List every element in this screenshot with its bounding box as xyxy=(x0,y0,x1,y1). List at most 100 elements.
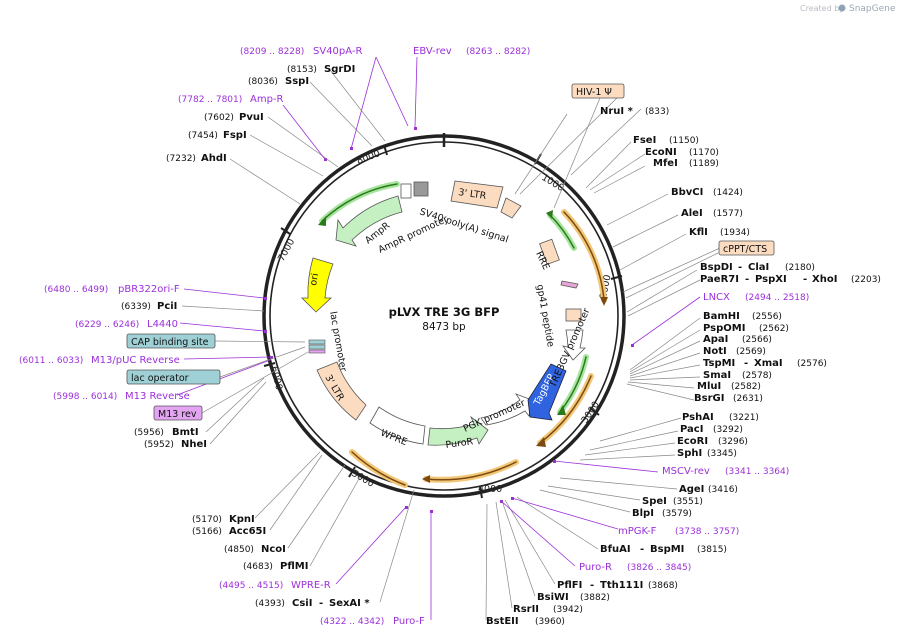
svg-text:(5170): (5170) xyxy=(192,515,222,525)
tick-4000: 4000 xyxy=(478,484,502,499)
svg-text:(2582): (2582) xyxy=(731,382,761,392)
svg-text:(3868): (3868) xyxy=(648,581,678,591)
svg-text:KflI: KflI xyxy=(689,227,708,238)
svg-text:(4322 .. 4342): (4322 .. 4342) xyxy=(320,617,384,627)
site-pflfi-tth111i: PflFI-Tth111I(3868) xyxy=(557,580,678,591)
svg-text:M13 Reverse: M13 Reverse xyxy=(125,391,190,402)
site-acc65i: (5166)Acc65I xyxy=(192,526,266,537)
svg-text:(3738 .. 3757): (3738 .. 3757) xyxy=(675,527,739,537)
svg-text:BstEII: BstEII xyxy=(486,616,519,627)
primer-l4440: (6229 .. 6246)L4440 xyxy=(75,319,178,330)
plasmid-name: pLVX TRE 3G BFP xyxy=(389,305,500,319)
svg-text:(3221): (3221) xyxy=(729,413,759,423)
svg-text:(2556): (2556) xyxy=(752,312,782,322)
box-hiv1-psi: HIV-1 Ψ xyxy=(571,83,625,99)
svg-text:LNCX: LNCX xyxy=(703,292,730,303)
svg-text:(4683): (4683) xyxy=(243,562,273,572)
svg-text:HIV-1 Ψ: HIV-1 Ψ xyxy=(576,87,612,98)
svg-text:WPRE-R: WPRE-R xyxy=(291,580,331,591)
feature-puror: PuroR xyxy=(427,415,489,451)
svg-text:cPPT/CTS: cPPT/CTS xyxy=(723,244,767,255)
svg-text:PacI: PacI xyxy=(680,424,703,435)
site-kpni: (5170)KpnI xyxy=(192,514,255,525)
primer-tick-mscv xyxy=(553,460,556,463)
leader-lines xyxy=(181,69,721,621)
svg-text:Puro-R: Puro-R xyxy=(579,562,612,573)
site-econi: EcoNI(1170) xyxy=(645,147,719,158)
svg-text:PuroR: PuroR xyxy=(445,436,474,451)
site-paci: PacI (3292) xyxy=(680,424,743,435)
svg-text:PspOMI: PspOMI xyxy=(703,323,745,334)
svg-text:(1934): (1934) xyxy=(720,228,750,238)
svg-text:MSCV-rev: MSCV-rev xyxy=(662,466,710,477)
svg-text:NotI: NotI xyxy=(703,346,727,357)
primer-tick-l4440 xyxy=(264,330,267,333)
svg-text:SmaI: SmaI xyxy=(703,370,731,381)
svg-text:-: - xyxy=(640,544,644,555)
site-mfei: MfeI(1189) xyxy=(653,158,719,169)
feature-tre3gv-promoter: TRE3GV promoter xyxy=(547,307,592,391)
primer-ebv-rev: EBV-rev(8263 .. 8282) xyxy=(413,46,530,57)
site-noti: NotI (2569) xyxy=(703,346,766,357)
primer-tick-m13puc xyxy=(270,356,273,359)
svg-text:CsiI: CsiI xyxy=(292,598,312,609)
svg-text:(3296): (3296) xyxy=(718,437,748,447)
svg-text:SspI: SspI xyxy=(285,76,309,87)
svg-text:(4393): (4393) xyxy=(255,599,285,609)
svg-text:(3815): (3815) xyxy=(697,545,727,555)
site-bsrgi: BsrGI (2631) xyxy=(694,393,763,404)
svg-text:(2631): (2631) xyxy=(733,394,763,404)
svg-text:SphI: SphI xyxy=(677,448,702,459)
svg-text:(2569): (2569) xyxy=(736,347,766,357)
site-paer7i-pspxi-xhoi: PaeR7I-PspXI-XhoI(2203) xyxy=(700,274,881,285)
site-pshai: PshAI (3221) xyxy=(682,412,759,423)
svg-text:(6480 .. 6499): (6480 .. 6499) xyxy=(44,285,108,295)
svg-text:(3292): (3292) xyxy=(713,425,743,435)
site-pvui: (7602)PvuI xyxy=(204,112,264,123)
site-pspomi: PspOMI(2562) xyxy=(703,323,789,334)
svg-text:BsiWI: BsiWI xyxy=(537,592,569,603)
svg-text:BsrGI: BsrGI xyxy=(694,393,724,404)
svg-text:PshAI: PshAI xyxy=(682,412,714,423)
site-bamhi: BamHI(2556) xyxy=(703,311,782,322)
svg-text:(3345): (3345) xyxy=(707,449,737,459)
svg-text:(1424): (1424) xyxy=(713,188,743,198)
svg-text:6000: 6000 xyxy=(268,365,284,391)
svg-text:(7232): (7232) xyxy=(166,154,196,164)
primer-puro-f: (4322 .. 4342)Puro-F xyxy=(320,616,425,627)
svg-text:(3341 .. 3364): (3341 .. 3364) xyxy=(725,467,789,477)
svg-text:(6339): (6339) xyxy=(121,302,151,312)
svg-text:L4440: L4440 xyxy=(147,319,178,330)
site-bspdi-clai: BspDI-ClaI(2180) xyxy=(700,262,815,273)
svg-text:M13/pUC Reverse: M13/pUC Reverse xyxy=(91,355,180,366)
site-pflmi: (4683) PflMI xyxy=(243,561,308,572)
svg-text:lac operator: lac operator xyxy=(131,373,189,384)
feature-ori: ori xyxy=(301,257,334,313)
svg-text:PflMI: PflMI xyxy=(280,561,308,572)
svg-text:3000: 3000 xyxy=(579,399,602,425)
site-bsiwi: BsiWI(3882) xyxy=(537,592,610,603)
svg-text:TspMI: TspMI xyxy=(703,358,735,369)
svg-text:MluI: MluI xyxy=(697,381,721,392)
svg-text:(1170): (1170) xyxy=(689,148,719,158)
svg-text:3' LTR: 3' LTR xyxy=(458,187,488,202)
plasmid-length: 8473 bp xyxy=(422,321,466,333)
site-csii-sexai: (4393)CsiI-SexAI * xyxy=(255,598,370,609)
svg-text:gp41 peptide: gp41 peptide xyxy=(534,284,556,348)
svg-text:(7454): (7454) xyxy=(188,131,218,141)
svg-text:8000: 8000 xyxy=(355,148,381,167)
svg-text:(2494 .. 2518): (2494 .. 2518) xyxy=(745,293,809,303)
primer-amp-r: (7782 .. 7801)Amp-R xyxy=(178,94,284,105)
site-sphi: SphI (3345) xyxy=(677,448,737,459)
site-kfli: KflI (1934) xyxy=(689,227,750,238)
svg-text:PflFI: PflFI xyxy=(557,580,582,591)
svg-text:(3942): (3942) xyxy=(553,605,583,615)
svg-text:EcoRI: EcoRI xyxy=(677,436,708,447)
svg-text:RsrII: RsrII xyxy=(513,604,539,615)
svg-text:PGK promoter: PGK promoter xyxy=(462,398,527,435)
svg-text:-: - xyxy=(803,274,807,285)
site-rsrii: RsrII (3942) xyxy=(513,604,583,615)
svg-text:MfeI: MfeI xyxy=(653,158,678,169)
svg-text:NcoI: NcoI xyxy=(261,544,286,555)
feature-3ltr-bottom: 3' LTR xyxy=(316,361,367,421)
